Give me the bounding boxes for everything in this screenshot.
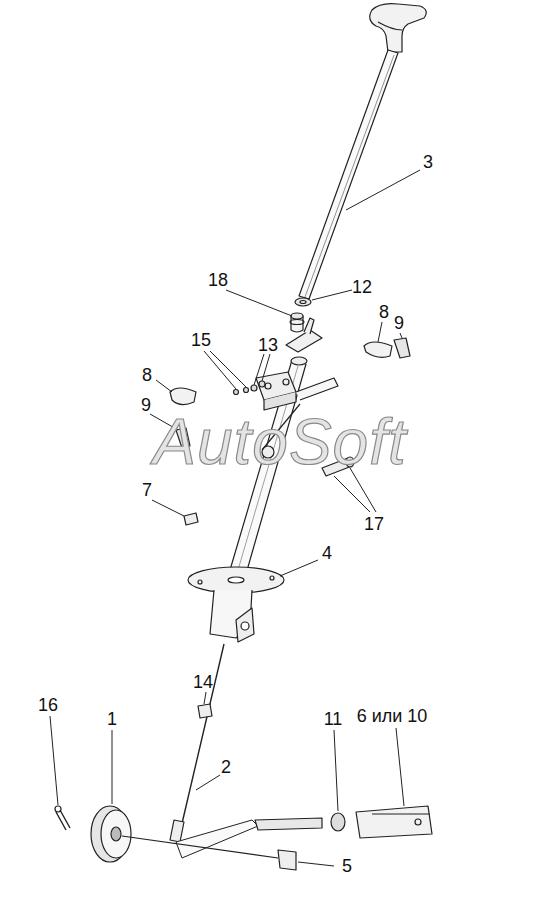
callout-number: 9 <box>141 396 151 414</box>
callout-number: 1 <box>107 710 117 728</box>
washer <box>295 298 311 306</box>
callout-number: 2 <box>221 758 231 776</box>
callout-number: 15 <box>191 331 211 349</box>
callout-number: 14 <box>193 673 213 691</box>
callout-number: 17 <box>364 515 384 533</box>
callout-number: 8 <box>379 303 389 321</box>
callout-number: 18 <box>208 271 228 289</box>
lever-handle <box>370 4 427 52</box>
callout-number: 8 <box>142 366 152 384</box>
flange <box>188 567 284 642</box>
callout-number: 9 <box>394 314 404 332</box>
watermark: AutoSoft <box>153 410 407 474</box>
lever-rod <box>299 50 398 299</box>
callout-number: 7 <box>142 481 152 499</box>
leader-lines <box>50 170 420 866</box>
control-rod <box>170 644 432 858</box>
callout-number: 6 или 10 <box>357 707 428 725</box>
callout-number: 5 <box>342 857 352 875</box>
callout-number: 12 <box>352 278 372 296</box>
callout-number: 4 <box>322 544 332 562</box>
bushing <box>290 313 304 332</box>
callout-number: 13 <box>258 336 278 354</box>
callout-number: 3 <box>423 153 433 171</box>
callout-number: 16 <box>38 696 58 714</box>
fasteners <box>234 381 266 395</box>
pulley <box>55 806 296 870</box>
callout-number: 11 <box>324 710 343 728</box>
